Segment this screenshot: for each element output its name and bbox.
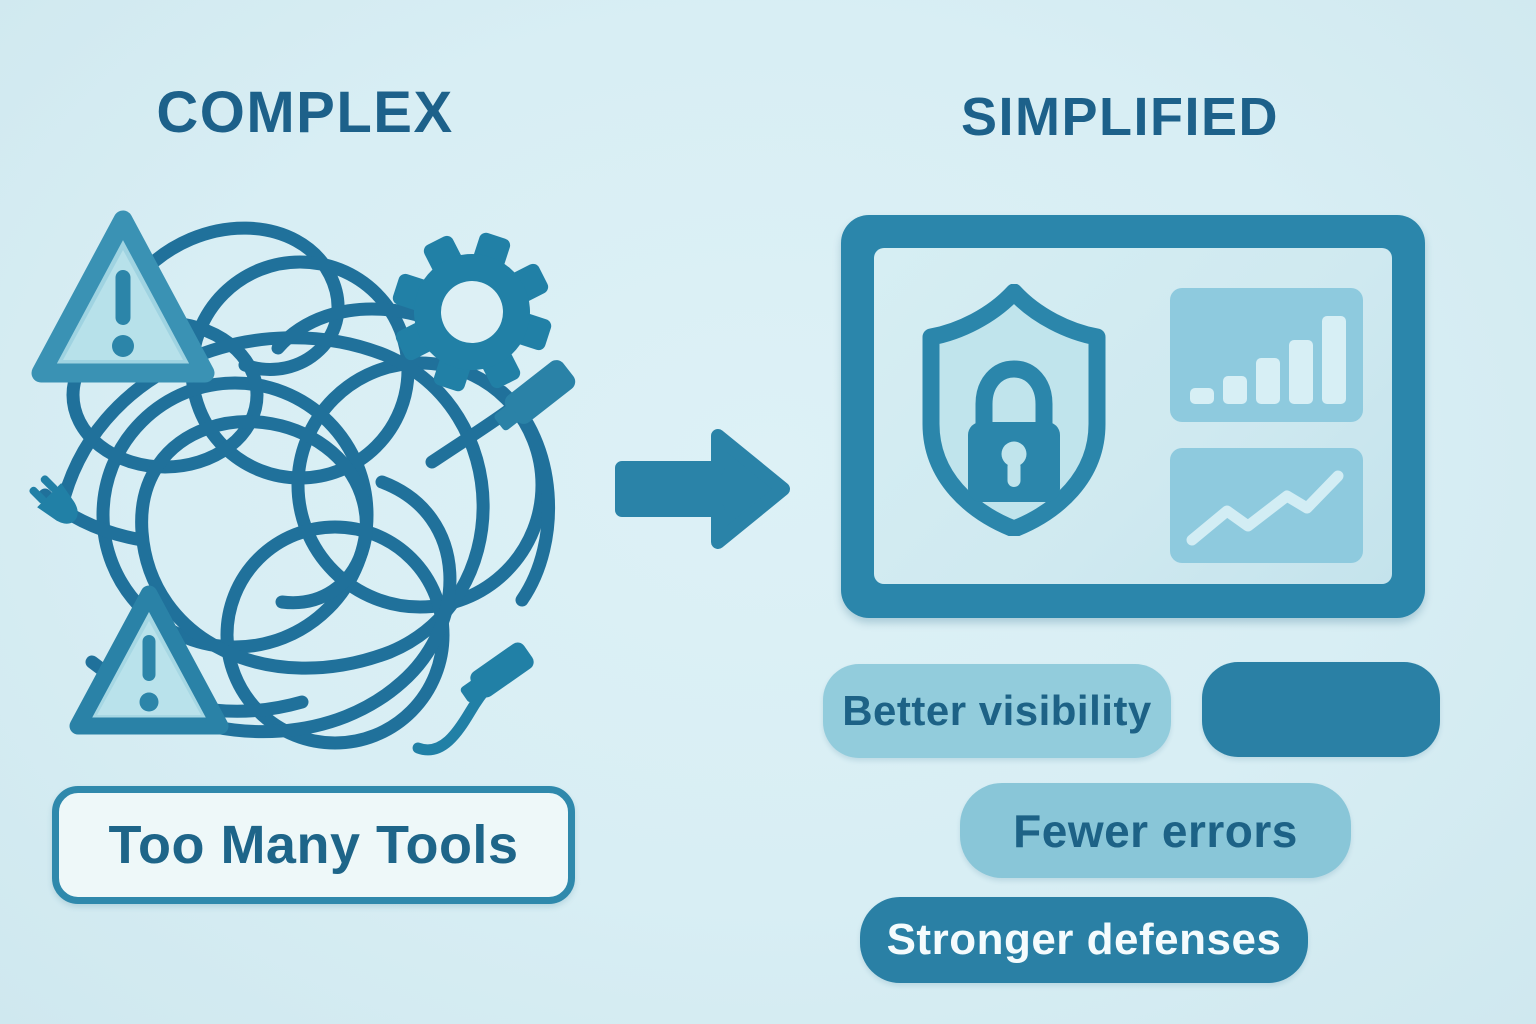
complex-title: COMPLEX [156, 80, 454, 145]
benefit-pill-fewer-errors: Fewer errors [960, 783, 1351, 878]
benefit-pill-label: Better visibility [842, 687, 1152, 734]
cable-connector-icon [494, 360, 576, 431]
simplified-title: SIMPLIFIED [960, 87, 1279, 147]
line-chart-icon [1186, 470, 1344, 546]
warning-triangle-icon [69, 585, 229, 735]
cable-connector-icon [460, 642, 534, 703]
shield-lock-icon [922, 284, 1106, 536]
bar-chart-card [1170, 288, 1363, 422]
benefit-pill-stronger-defenses: Stronger defenses [860, 897, 1308, 983]
benefit-pill-better-visibility: Better visibility [823, 664, 1171, 758]
dashboard-screen [874, 248, 1392, 584]
warning-triangle-icon [31, 210, 215, 383]
too-many-tools-label: Too Many Tools [108, 815, 519, 875]
benefit-pill-label: Stronger defenses [886, 915, 1282, 964]
dashboard-monitor [841, 215, 1425, 618]
power-plug-icon [29, 475, 78, 524]
benefit-pill-blank [1202, 662, 1440, 757]
tangled-cables-illustration [29, 210, 576, 756]
too-many-tools-box: Too Many Tools [52, 786, 575, 904]
bar-chart-icon [1190, 316, 1346, 404]
benefit-pill-label: Fewer errors [1013, 804, 1298, 857]
gear-icon [392, 232, 552, 392]
line-chart-card [1170, 448, 1363, 563]
arrow-right-icon [615, 429, 790, 549]
